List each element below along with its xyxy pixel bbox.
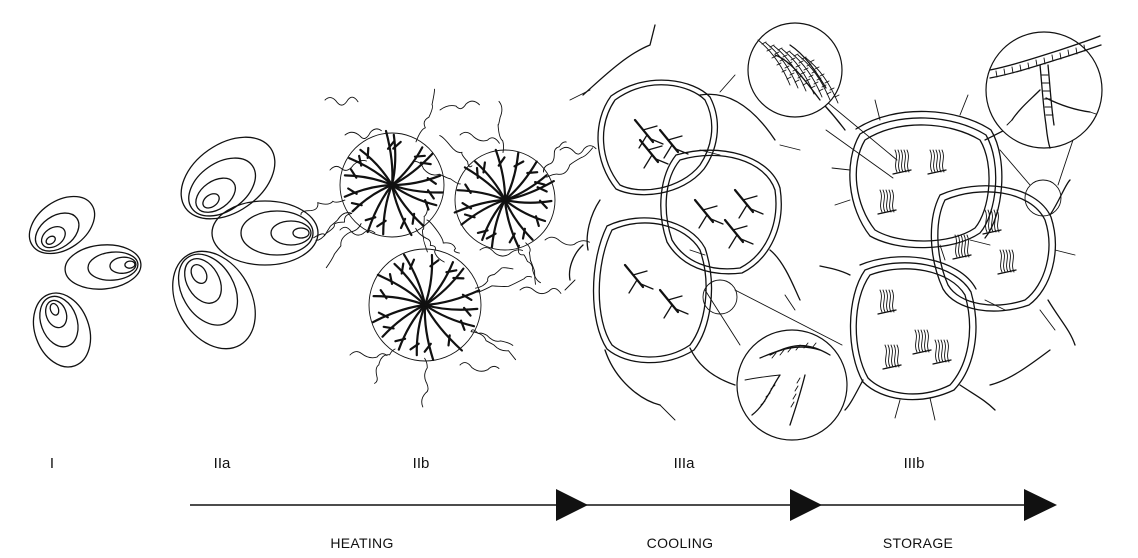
phase-label-storage: STORAGE xyxy=(883,535,953,551)
amylose-chain xyxy=(439,100,480,111)
burst-granule xyxy=(368,203,533,408)
phase-labels: HEATING COOLING STORAGE xyxy=(330,535,953,551)
crystal-bundle xyxy=(982,209,1002,235)
stage-label: IIa xyxy=(214,455,231,472)
magnified-junction-zone xyxy=(702,279,848,441)
stage-label: IIIa xyxy=(674,455,696,472)
stage-i-granules xyxy=(28,195,142,368)
granule xyxy=(28,195,96,255)
amylose-chain xyxy=(459,131,500,144)
crystal-bundle xyxy=(882,344,902,370)
arrow-head-heating xyxy=(556,489,588,521)
amylose-chain xyxy=(479,247,524,257)
burst-granule xyxy=(300,88,460,269)
amylose-chain xyxy=(344,128,382,139)
amylose-chain xyxy=(324,96,359,106)
crystal-bundle xyxy=(997,249,1017,275)
amylose-chain xyxy=(329,159,367,171)
branched-crystallites xyxy=(623,118,764,319)
burst-granule xyxy=(413,100,594,285)
crystal-bundle xyxy=(912,329,932,355)
amylose-chain xyxy=(349,351,388,359)
arrow-head-cooling xyxy=(790,489,822,521)
branched-amylopectin xyxy=(658,128,689,159)
crystal-bundle xyxy=(877,189,897,215)
crystal-bundle xyxy=(877,289,897,315)
branched-amylopectin xyxy=(658,288,689,319)
process-arrow xyxy=(190,489,1057,521)
crystal-bundle xyxy=(952,234,972,260)
amylose-chain xyxy=(544,236,590,246)
stage-label: IIb xyxy=(413,455,430,472)
amylose-chain xyxy=(519,286,562,295)
crystal-bundle xyxy=(932,339,952,365)
amylose-chain xyxy=(459,362,500,372)
cell-walls xyxy=(564,24,801,421)
crystalline-bundles xyxy=(877,149,1017,370)
granule xyxy=(64,244,142,290)
branched-amylopectin xyxy=(733,188,764,219)
branched-amylopectin xyxy=(623,263,654,294)
branched-amylopectin xyxy=(723,218,754,249)
stage-iiib-retrograded xyxy=(747,22,1103,421)
amylose-chain xyxy=(559,145,597,155)
arrow-head-storage xyxy=(1024,489,1057,521)
stage-iiia-gel-network xyxy=(564,24,848,441)
crystal-bundle xyxy=(892,149,912,175)
stage-label: IIIb xyxy=(904,455,925,472)
branched-amylopectin xyxy=(693,198,724,229)
phase-label-heating: HEATING xyxy=(330,535,393,551)
amylose-chain xyxy=(339,226,376,236)
magnified-crystallite-right xyxy=(985,31,1103,217)
stage-label: I xyxy=(50,455,54,472)
granule xyxy=(180,136,276,220)
branched-amylopectin xyxy=(633,118,664,149)
branched-amylopectin xyxy=(638,138,669,169)
granule xyxy=(32,292,92,368)
crystal-bundle xyxy=(927,149,947,175)
stage-iia-granules xyxy=(172,136,319,350)
granule xyxy=(172,250,256,350)
granule xyxy=(211,200,319,266)
magnified-crystallite-left xyxy=(747,22,898,179)
stage-labels: I IIa IIb IIIa IIIb xyxy=(50,455,925,472)
stage-iib-gelatinized xyxy=(300,88,597,408)
phase-label-cooling: COOLING xyxy=(647,535,714,551)
